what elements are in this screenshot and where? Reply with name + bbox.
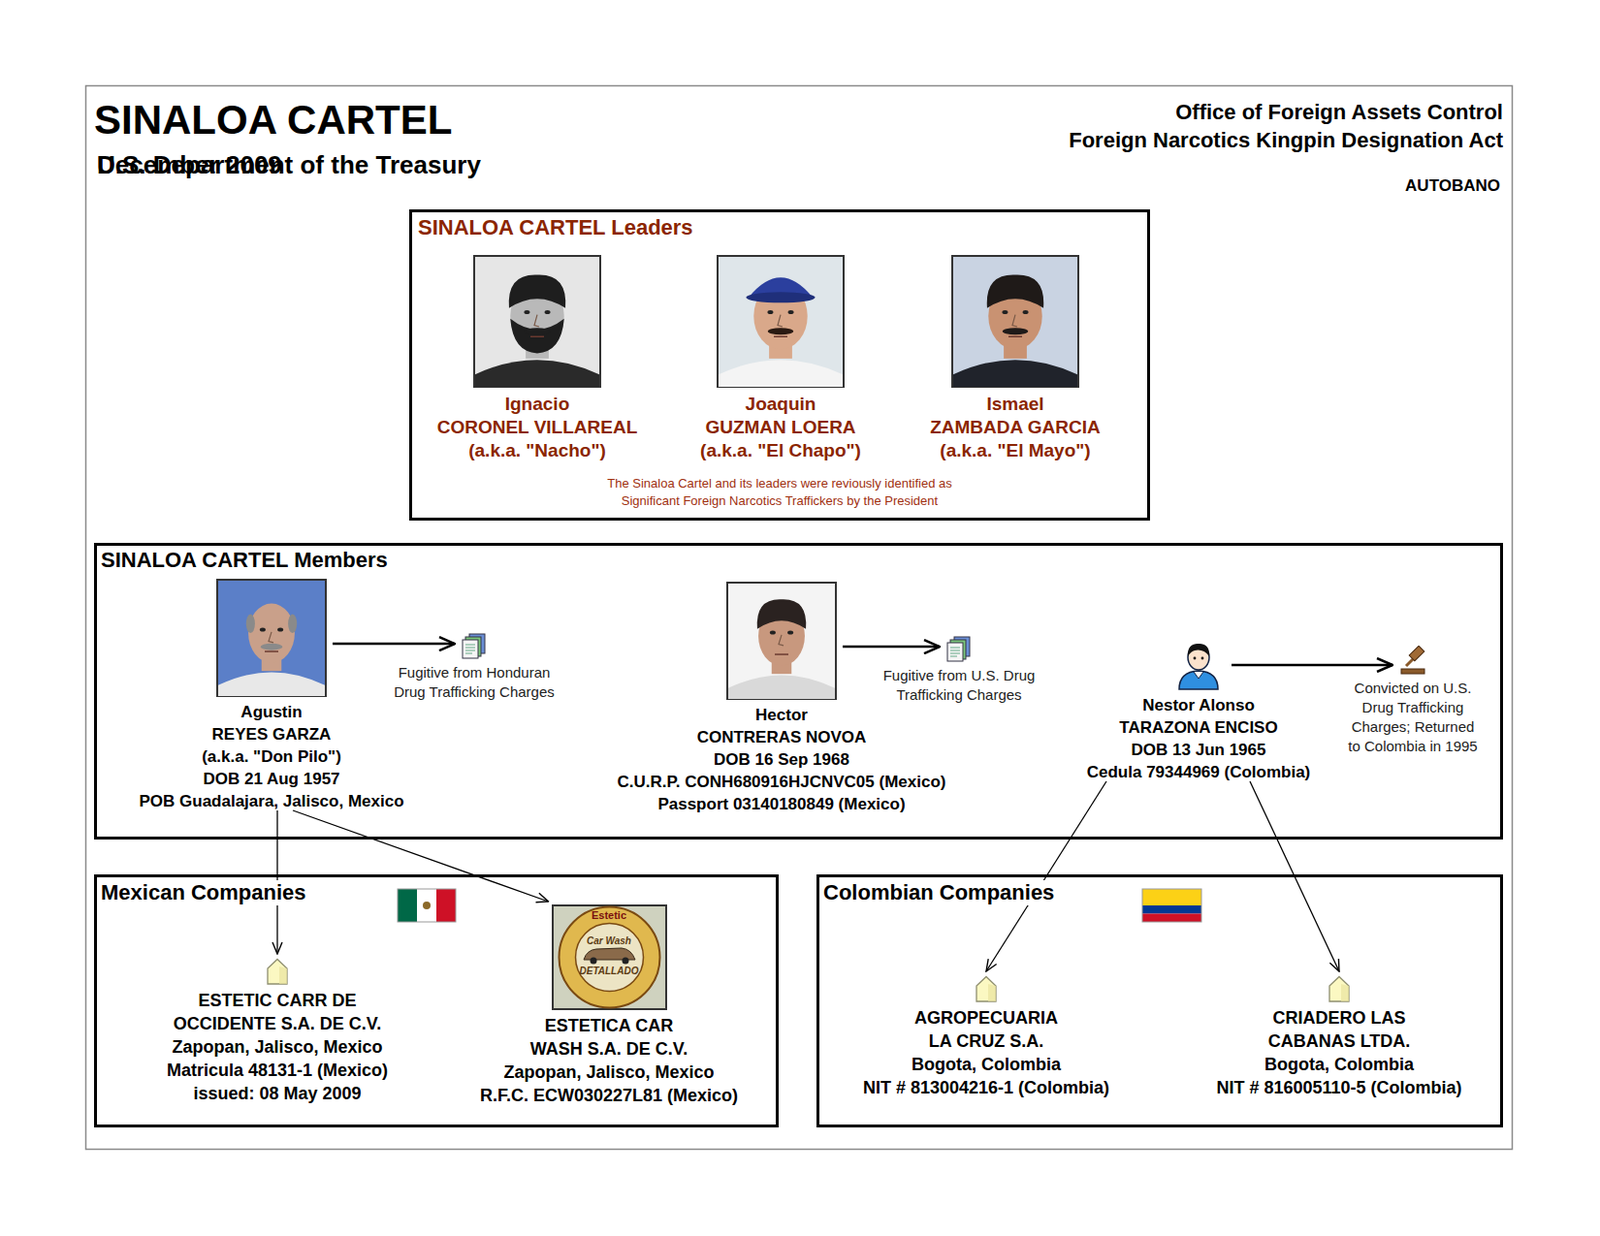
group-box: Mexican CompaniesESTETIC CARR DE OCCIDEN… <box>94 874 779 1128</box>
entity-text: (a.k.a. "El Chapo") <box>700 439 862 463</box>
portrait <box>216 578 327 698</box>
entity-text: R.F.C. ECW030227L81 (Mexico) <box>480 1084 738 1108</box>
group-note: The Sinaloa Cartel and its leaders were … <box>585 475 974 511</box>
entity-text: Zapopan, Jalisco, Mexico <box>503 1060 714 1085</box>
portrait <box>716 255 845 388</box>
entity-node: Fugitive from U.S. Drug Trafficking Char… <box>876 635 1042 705</box>
house-figure <box>265 958 289 986</box>
entity-text: CONTRERAS NOVOA <box>697 726 867 749</box>
entity-text: CRIADERO LAS CABANAS LTDA. <box>1256 1006 1422 1054</box>
logo-text: DETALLADO <box>551 964 668 978</box>
mayo-figure <box>951 255 1080 388</box>
company-icon <box>1327 975 1351 1003</box>
entity-text: ESTETICA CAR WASH S.A. DE C.V. <box>516 1014 702 1061</box>
entity-text: Bogota, Colombia <box>1264 1053 1414 1077</box>
entity-text: (a.k.a. "Nacho") <box>468 439 607 463</box>
entity-text: Convicted on U.S. Drug Trafficking Charg… <box>1345 678 1480 757</box>
chapo-figure <box>716 255 845 388</box>
doc-figure <box>460 632 488 660</box>
company-icon <box>974 975 998 1003</box>
entity-text: ZAMBADA GARCIA <box>929 416 1101 440</box>
document-icon <box>460 632 488 660</box>
entity-text: Agustin <box>240 701 302 724</box>
entity-text: AGROPECUARIA LA CRUZ S.A. <box>903 1006 1069 1054</box>
ign-figure <box>473 255 602 388</box>
entity-text: Bogota, Colombia <box>911 1053 1061 1077</box>
connector-arrow <box>842 645 940 649</box>
portrait <box>726 581 837 701</box>
entity-text: Joaquin <box>745 392 817 416</box>
logo-text: Estetic <box>551 909 668 923</box>
group-heading: Mexican Companies <box>97 880 310 906</box>
doc-figure <box>945 635 973 663</box>
company-icon <box>265 958 289 986</box>
group-heading: SINALOA CARTEL Leaders <box>415 215 697 241</box>
entity-node: Convicted on U.S. Drug Trafficking Charg… <box>1344 645 1481 757</box>
entity-text: Zapopan, Jalisco, Mexico <box>171 1035 383 1059</box>
entity-node: JoaquinGUZMAN LOERA(a.k.a. "El Chapo") <box>664 255 897 463</box>
entity-node: Nestor AlonsoTARAZONA ENCISODOB 13 Jun 1… <box>1048 640 1349 784</box>
colombia-flag <box>1142 889 1202 923</box>
group-box: SINALOA CARTEL MembersAgustinREYES GARZA… <box>94 543 1504 840</box>
connector-arrow <box>1231 664 1393 668</box>
entity-text: REYES GARZA <box>212 723 332 746</box>
entity-text: Fugitive from U.S. Drug Trafficking Char… <box>879 666 1040 705</box>
gavel-figure <box>1398 645 1428 675</box>
entity-text: TARAZONA ENCISO <box>1119 716 1278 739</box>
group-box: SINALOA CARTEL LeadersThe Sinaloa Cartel… <box>409 209 1151 521</box>
pilo-figure <box>216 578 327 698</box>
entity-text: NIT # 816005110-5 (Colombia) <box>1216 1076 1462 1100</box>
entity-node: IsmaelZAMBADA GARCIA(a.k.a. "El Mayo") <box>898 255 1132 463</box>
entity-text: Ignacio <box>505 392 571 416</box>
connector-arrow <box>332 642 455 646</box>
person-figure <box>1173 640 1224 691</box>
group-box: Colombian CompaniesAGROPECUARIA LA CRUZ … <box>816 874 1504 1128</box>
group-heading: Colombian Companies <box>820 880 1057 906</box>
entity-text: Ismael <box>986 392 1044 416</box>
entity-text: (a.k.a. "Don Pilo") <box>201 745 342 768</box>
entity-node: Fugitive from Honduran Drug Trafficking … <box>386 632 562 703</box>
entity-text: Hector <box>755 704 808 727</box>
house-figure <box>974 975 998 1003</box>
gavel-icon <box>1398 645 1428 675</box>
entity-text: Fugitive from Honduran Drug Trafficking … <box>389 663 560 703</box>
portrait <box>473 255 602 388</box>
portrait <box>951 255 1080 388</box>
entity-text: DOB 16 Sep 1968 <box>713 748 850 771</box>
entity-text: C.U.R.P. CONH680916HJCNVC05 (Mexico) <box>617 770 947 794</box>
header-label: U.S. Department of the Treasury <box>96 150 505 181</box>
entity-node: CRIADERO LAS CABANAS LTDA.Bogota, Colomb… <box>1179 975 1500 1100</box>
entity-text: Cedula 79344969 (Colombia) <box>1087 761 1312 784</box>
entity-text: GUZMAN LOERA <box>704 416 856 440</box>
entity-node: ESTETICA CAR WASH S.A. DE C.V.Zapopan, J… <box>448 904 769 1108</box>
entity-node: ESTETIC CARR DE OCCIDENTE S.A. DE C.V.Za… <box>131 958 423 1106</box>
entity-text: (a.k.a. "El Mayo") <box>939 439 1090 463</box>
entity-text: Passport 03140180849 (Mexico) <box>657 793 905 816</box>
entity-text: NIT # 813004216-1 (Colombia) <box>863 1076 1110 1100</box>
header-label: Office of Foreign Assets Control <box>969 99 1504 126</box>
hector-figure <box>726 581 837 701</box>
entity-text: POB Guadalajara, Jalisco, Mexico <box>138 790 404 813</box>
entity-text: issued: 08 May 2009 <box>192 1082 361 1106</box>
house-figure <box>1327 975 1351 1003</box>
header-label: Foreign Narcotics Kingpin Designation Ac… <box>969 128 1504 154</box>
page-frame <box>86 86 1513 1151</box>
entity-node: IgnacioCORONEL VILLAREAL(a.k.a. "Nacho") <box>416 255 659 463</box>
person-icon <box>1173 640 1224 691</box>
entity-text: ESTETIC CARR DE OCCIDENTE S.A. DE C.V. <box>151 989 404 1036</box>
document-icon <box>945 635 973 663</box>
entity-text: DOB 13 Jun 1965 <box>1131 738 1267 762</box>
entity-node: AGROPECUARIA LA CRUZ S.A.Bogota, Colombi… <box>826 975 1147 1100</box>
logo-text: Car Wash <box>551 934 668 948</box>
group-heading: SINALOA CARTEL Members <box>97 547 391 574</box>
diagram-title: SINALOA CARTEL <box>94 96 452 144</box>
entity-text: Matricula 48131-1 (Mexico) <box>166 1058 388 1083</box>
mexico-flag <box>397 889 456 923</box>
connector-arrow <box>292 810 549 902</box>
entity-text: Nestor Alonso <box>1142 694 1255 717</box>
entity-text: CORONEL VILLAREAL <box>437 416 639 440</box>
entity-node: AgustinREYES GARZA(a.k.a. "Don Pilo")DOB… <box>96 578 447 813</box>
entity-text: DOB 21 Aug 1957 <box>202 768 340 791</box>
header-label: AUTOBANO <box>1250 174 1501 198</box>
